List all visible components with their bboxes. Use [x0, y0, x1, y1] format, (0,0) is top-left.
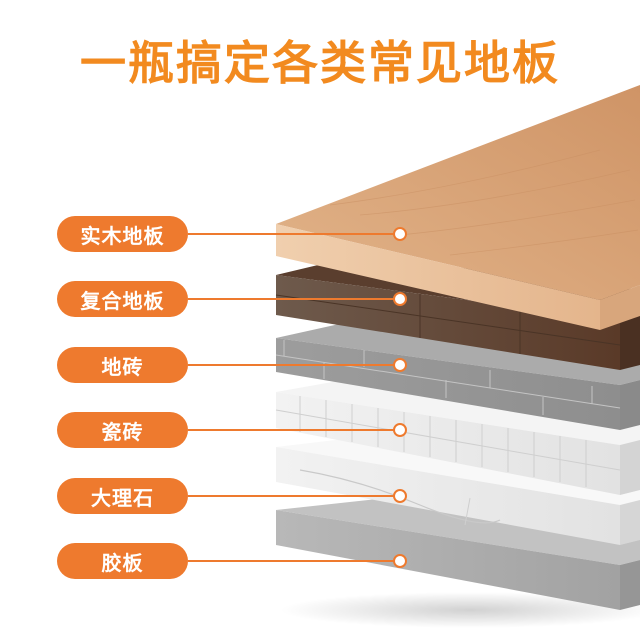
slab-solid-wood [276, 85, 640, 330]
marker-dot [393, 489, 407, 503]
layer-label-ceramic-tile: 瓷砖 [57, 412, 188, 448]
leader-line [188, 495, 398, 497]
leader-line [188, 298, 398, 300]
layer-label-rubber-board: 胶板 [57, 543, 188, 579]
marker-dot [393, 358, 407, 372]
slab-floor-tile [275, 315, 640, 430]
slab-marble [276, 430, 640, 545]
leader-line [188, 560, 398, 562]
layer-label-solid-wood: 实木地板 [57, 216, 188, 252]
marker-dot [393, 554, 407, 568]
marker-dot [393, 292, 407, 306]
leader-line [188, 429, 398, 431]
layer-label-laminate: 复合地板 [57, 281, 188, 317]
leader-line [188, 364, 398, 366]
leader-line [188, 233, 398, 235]
layer-label-floor-tile: 地砖 [57, 347, 188, 383]
marker-dot [393, 423, 407, 437]
ground-shadow [280, 592, 640, 628]
slab-ceramic-tile [275, 370, 640, 495]
marker-dot [393, 227, 407, 241]
layer-label-marble: 大理石 [57, 478, 188, 514]
page-title: 一瓶搞定各类常见地板 [80, 36, 560, 90]
